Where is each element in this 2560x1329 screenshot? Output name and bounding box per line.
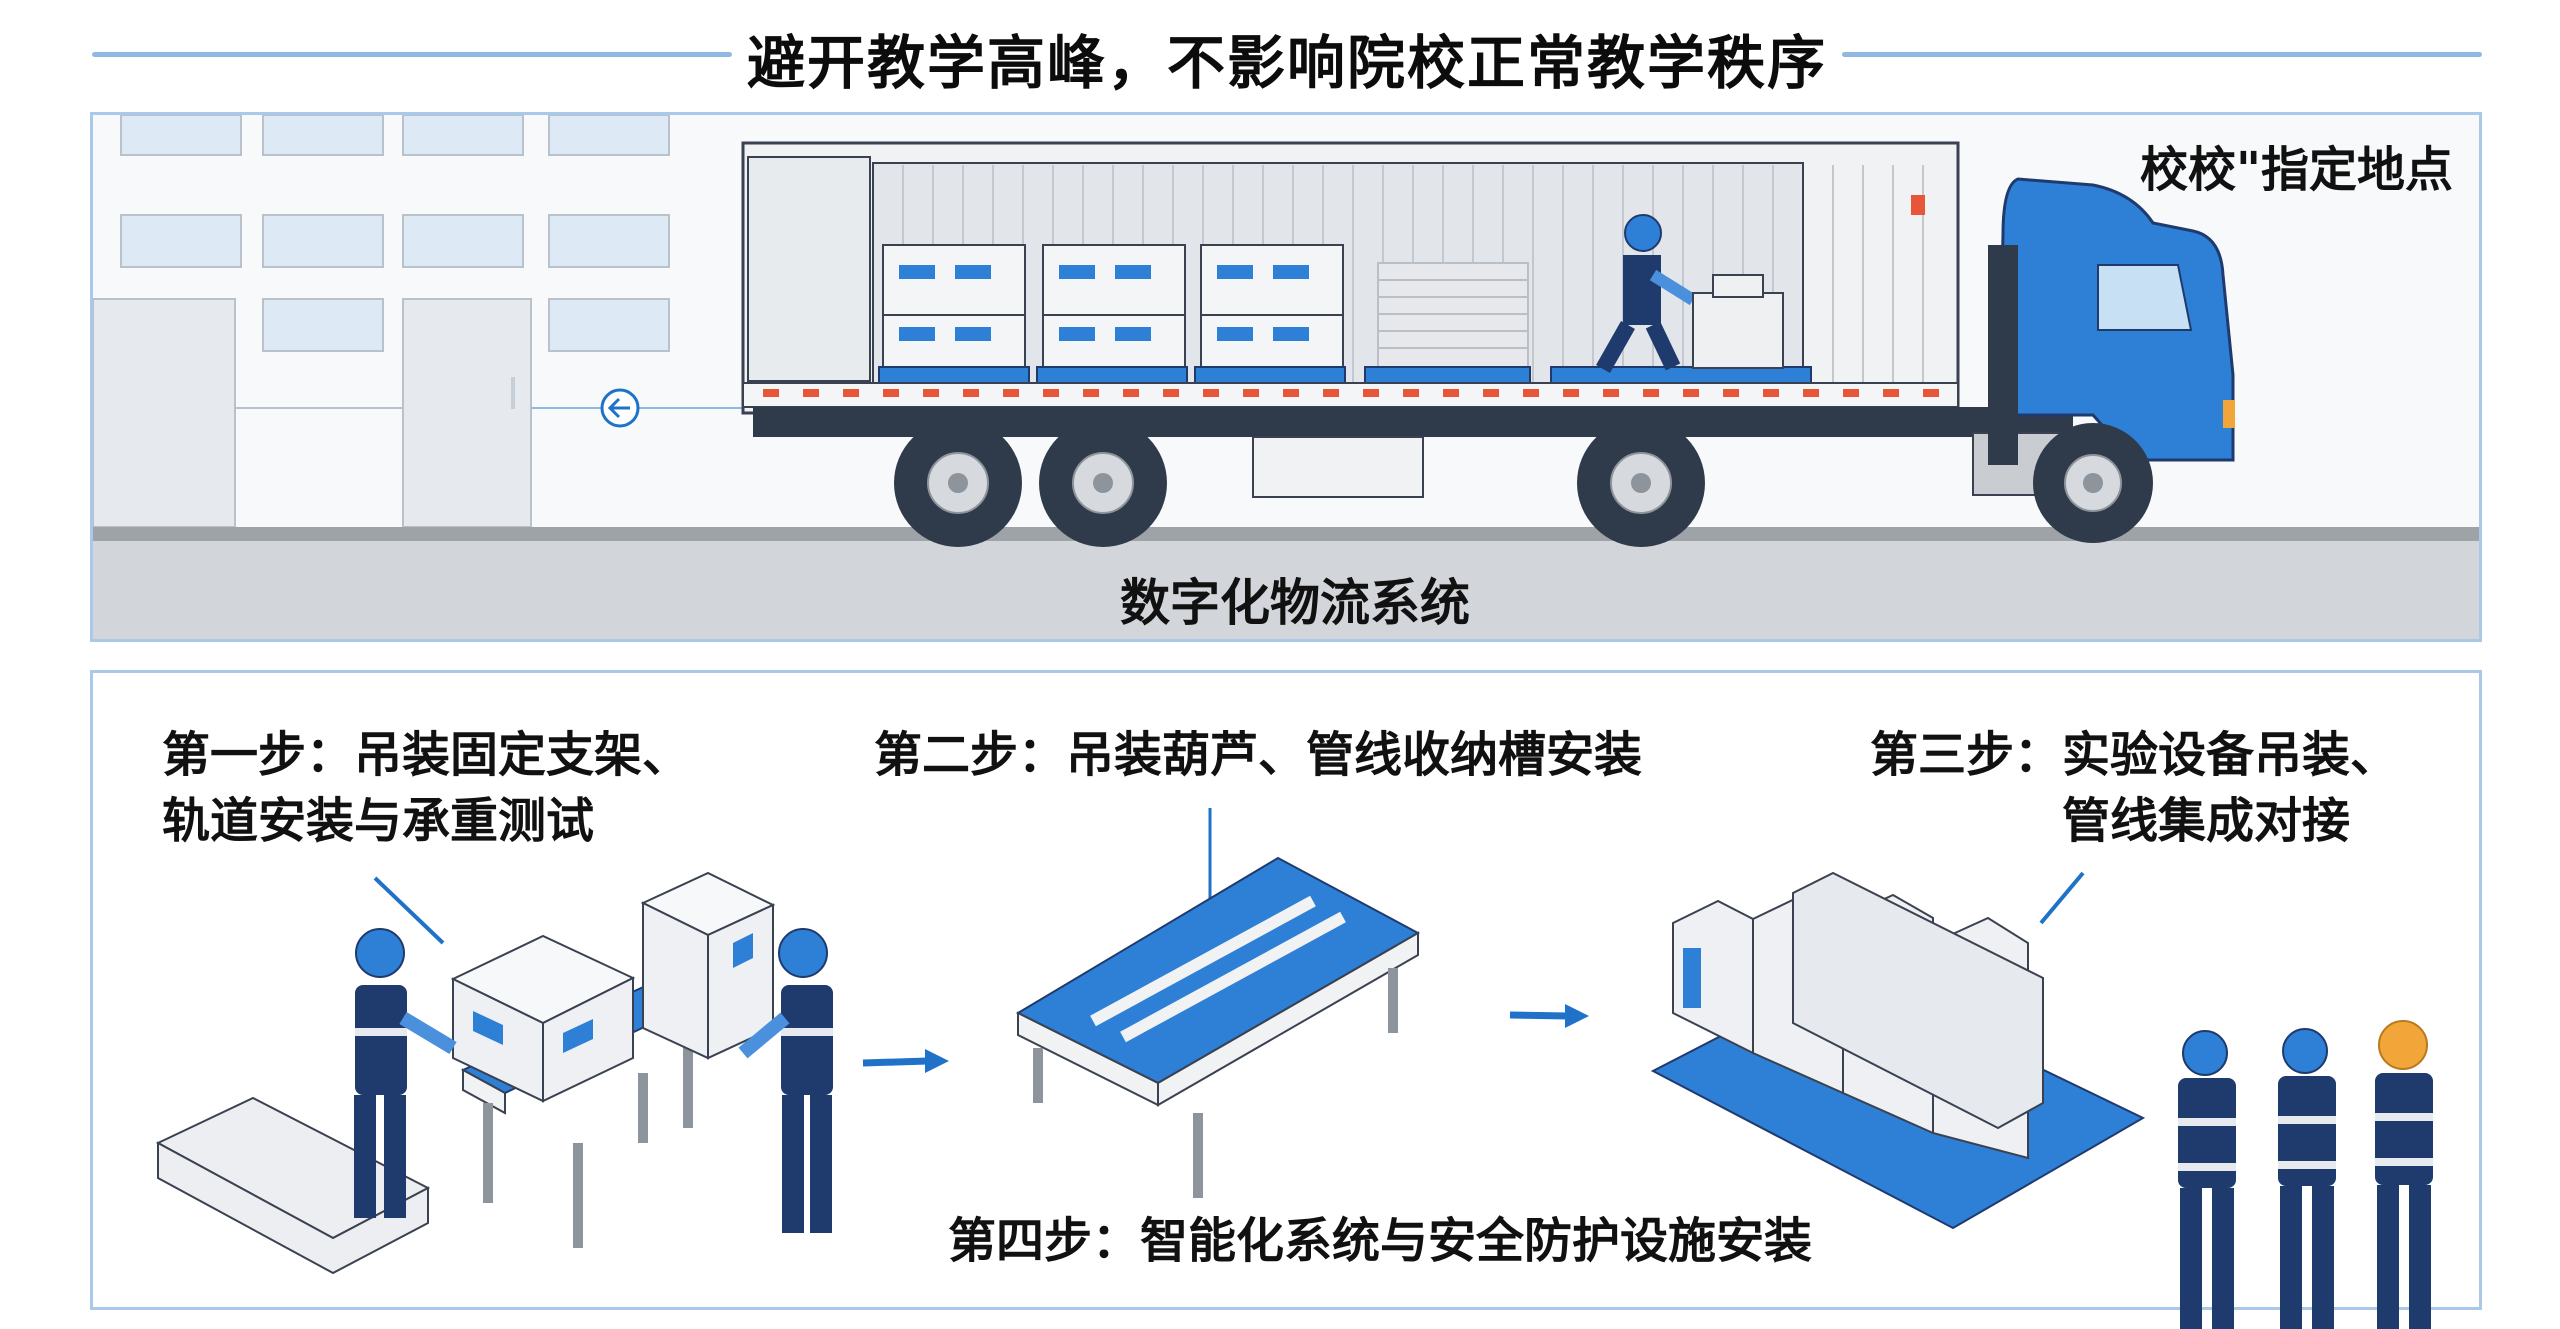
flow-arrow-icon: [1509, 1004, 1589, 1028]
step-1-line-2: 轨道安装与承重测试: [162, 793, 595, 849]
step-4-label: 第四步：智能化系统与安全防护设施安装: [948, 1208, 1812, 1274]
step3-illustration: [1650, 871, 2146, 1230]
step-4-line-1: 第四步：智能化系统与安全防护设施安装: [948, 1213, 1813, 1269]
installation-illustration: [155, 808, 2433, 1329]
delivery-scene-illustration: [93, 115, 2479, 639]
equipment-crate-icon: [882, 244, 1344, 368]
worker-icon: [2375, 1020, 2433, 1329]
step-1-line-1: 第一步：吊装固定支架、: [162, 727, 691, 783]
step1-illustration: [155, 871, 833, 1275]
installation-steps-panel: [90, 670, 2482, 1329]
step-3-label: 第三步：实验设备吊装、 管线集成对接: [1870, 722, 2398, 854]
title-divider-right: [1842, 52, 2482, 57]
step-1-label: 第一步：吊装固定支架、 轨道安装与承重测试: [162, 722, 690, 854]
step-2-line-1: 第二步：吊装葫芦、管线收纳槽安装: [874, 727, 1643, 783]
title-divider-left: [92, 52, 732, 57]
step2-illustration: [1015, 808, 1421, 1198]
destination-label: 校校"指定地点: [2140, 142, 2454, 198]
worker-icon: [2178, 1030, 2236, 1329]
step-3-line-2: 管线集成对接: [2062, 793, 2351, 849]
worker-icon: [1596, 214, 1784, 373]
worker-icon: [354, 928, 457, 1218]
truck-icon: [741, 141, 2235, 547]
back-arrow-circle-icon: [600, 388, 640, 428]
step-3-line-1: 第三步：实验设备吊装、: [1870, 727, 2399, 783]
title-row: 避开教学高峰，不影响院校正常教学秩序: [0, 0, 2560, 110]
worker-icon: [738, 928, 833, 1233]
step-2-label: 第二步：吊装葫芦、管线收纳槽安装: [874, 722, 1642, 788]
supervisor-workers: [2178, 1020, 2433, 1329]
logistics-system-label: 数字化物流系统: [1120, 574, 1470, 632]
page-title: 避开教学高峰，不影响院校正常教学秩序: [746, 29, 1827, 97]
delivery-scene-panel: [90, 112, 2482, 642]
building-icon: [120, 115, 670, 352]
flow-arrow-icon: [862, 1049, 949, 1073]
worker-icon: [2278, 1028, 2336, 1329]
